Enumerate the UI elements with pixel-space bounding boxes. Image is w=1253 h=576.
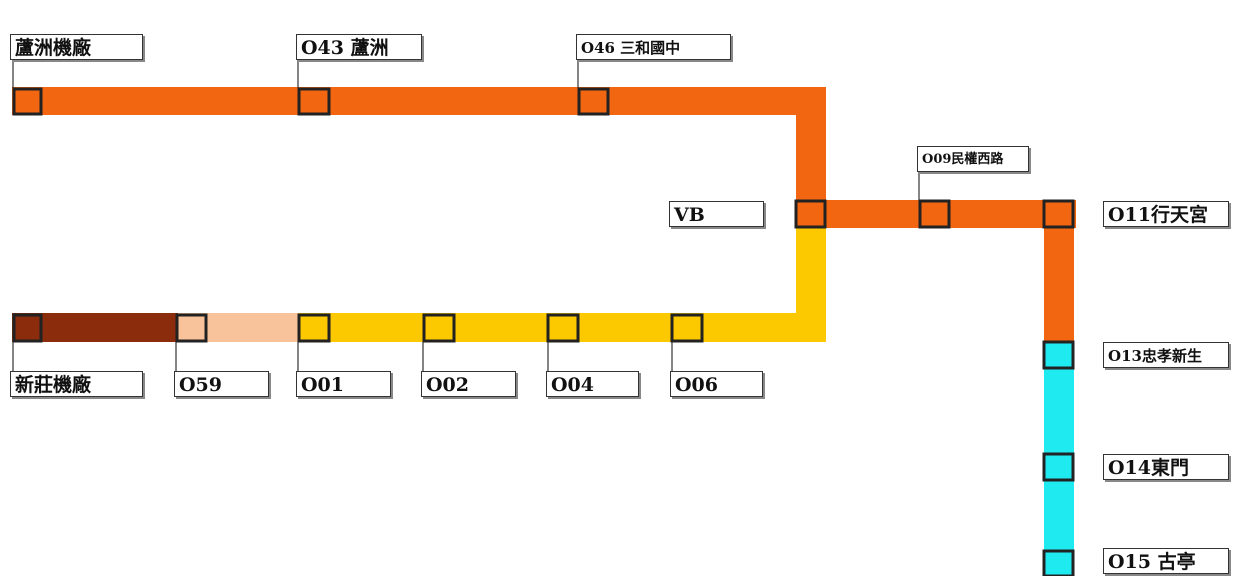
- label-o46: O46 三和國中: [576, 34, 731, 60]
- station-o06: [670, 313, 704, 343]
- label-xinzhuang-depot: 新莊機廠: [10, 371, 143, 397]
- label-o15: O15 古亭: [1103, 548, 1229, 574]
- station-o14: [1042, 452, 1075, 482]
- label-o11: O11行天宮: [1103, 201, 1229, 227]
- label-o01: O01: [296, 371, 391, 397]
- label-o14: O14東門: [1103, 454, 1229, 480]
- label-o02: O02: [421, 371, 516, 397]
- leader-lines: [12, 60, 920, 371]
- station-o04: [546, 313, 580, 343]
- station-o13: [1042, 340, 1075, 370]
- label-luzhou-depot: 蘆洲機廠: [10, 34, 143, 60]
- station-o43: [297, 87, 331, 116]
- track-luzhou-branch: [12, 87, 826, 115]
- station-o01: [297, 313, 331, 343]
- label-vb: VB: [669, 201, 764, 227]
- label-o59: O59: [174, 371, 269, 397]
- station-o09: [918, 199, 951, 229]
- label-o04: O04: [546, 371, 639, 397]
- station-o11: [1042, 199, 1075, 229]
- label-o06: O06: [670, 371, 763, 397]
- station-luzhou-depot: [12, 87, 43, 116]
- station-o02: [422, 313, 456, 343]
- station-o59: [175, 313, 208, 343]
- station-o46: [577, 87, 610, 116]
- label-o09: O09民權西路: [917, 146, 1029, 172]
- label-o13: O13忠孝新生: [1103, 342, 1229, 368]
- station-vb: [794, 199, 827, 229]
- label-o43: O43 蘆洲: [296, 34, 422, 60]
- station-o15: [1042, 549, 1075, 576]
- station-xinzhuang-depot: [12, 313, 43, 343]
